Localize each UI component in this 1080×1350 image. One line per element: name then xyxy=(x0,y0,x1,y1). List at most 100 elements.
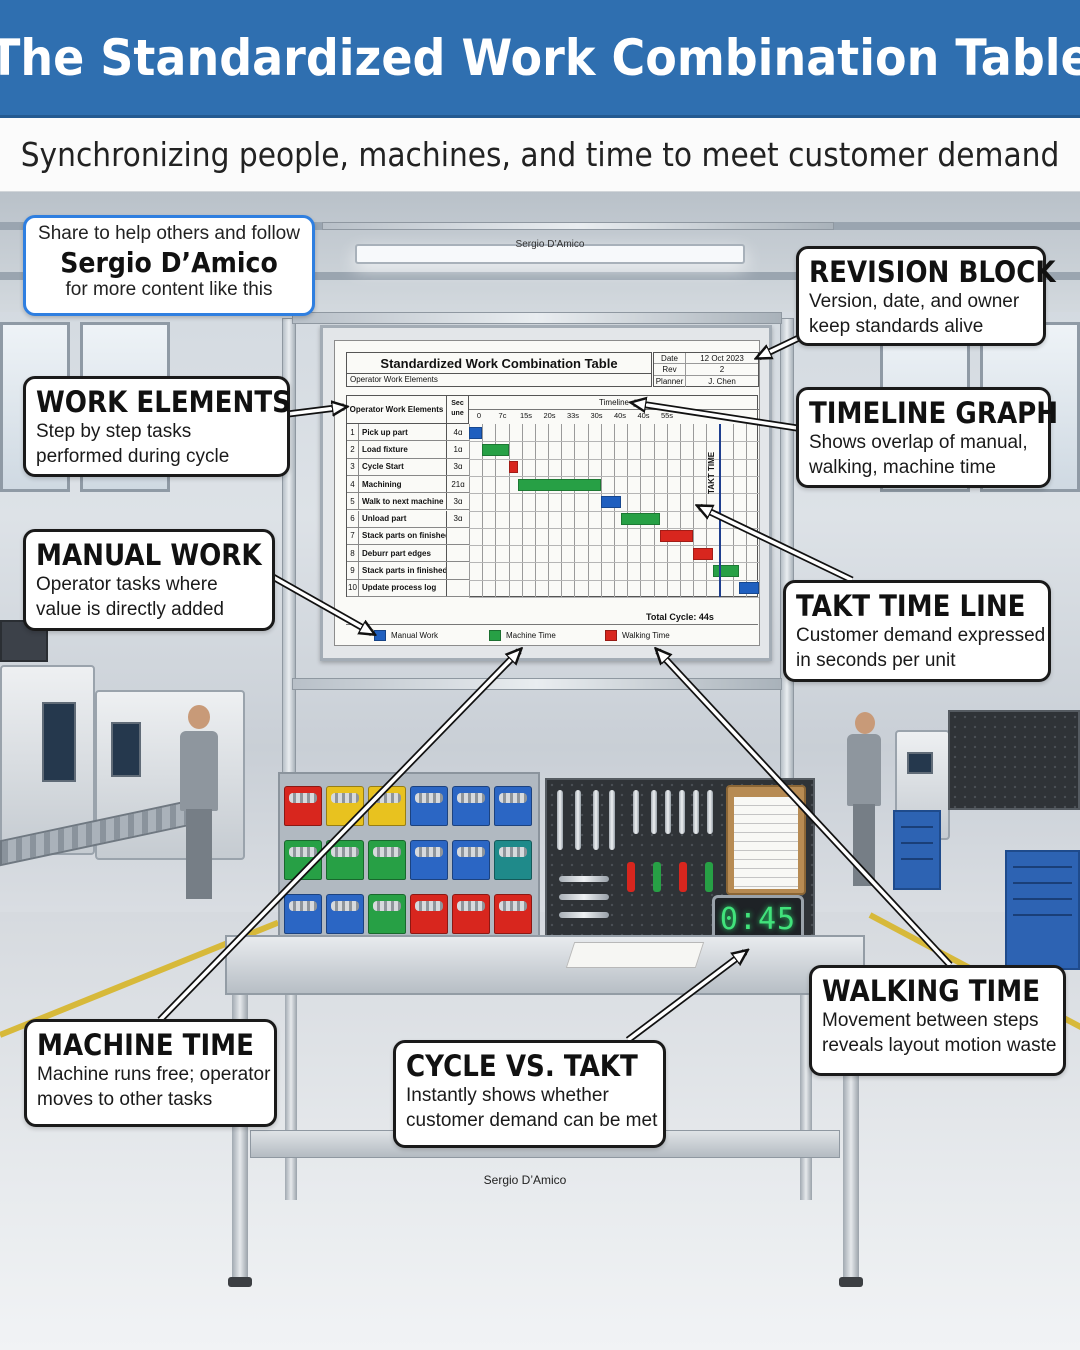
page-title: The Standardized Work Combination Table xyxy=(0,28,1080,87)
timeline-tick-label: 55s xyxy=(660,411,674,420)
wrench-icon xyxy=(575,790,581,850)
work-element: Deburr part edges xyxy=(359,545,447,562)
callout-timeline-graph: TIMELINE GRAPH Shows overlap of manual, … xyxy=(796,387,1059,488)
parts-bin xyxy=(410,840,448,880)
wrench-icon xyxy=(557,790,563,850)
bench-foot xyxy=(228,1277,252,1287)
work-element: Stack parts in finished bin xyxy=(359,562,447,579)
tool-cabinet xyxy=(893,810,941,890)
timeline-tick-label: 33s xyxy=(566,411,580,420)
wrench-icon xyxy=(559,912,609,918)
screwdriver-icon xyxy=(651,790,657,834)
legend-label: Machine Time xyxy=(506,631,556,640)
title-bar: The Standardized Work Combination Table xyxy=(0,0,1080,118)
work-element: Pick up part xyxy=(359,424,447,441)
operator-body xyxy=(847,734,881,806)
grid-line xyxy=(469,562,759,564)
bench-foot xyxy=(839,1277,863,1287)
legend-label: Manual Work xyxy=(391,631,438,640)
combination-grid: Operator Work Elements Sec une Timeline … xyxy=(346,395,760,598)
timeline-bar-machine xyxy=(620,513,661,526)
work-element: Unload part xyxy=(359,510,447,527)
timeline-tick-label: 30s xyxy=(590,411,603,420)
frame-post-right xyxy=(780,318,794,788)
element-seconds: 21ɑ xyxy=(451,479,465,489)
step-number: 3 xyxy=(347,458,359,475)
wrench-icon xyxy=(593,790,599,850)
revision-key: Rev xyxy=(654,364,686,375)
clipboard xyxy=(726,785,806,895)
timeline-bar-walking xyxy=(508,461,518,474)
callout-manual-work: MANUAL WORK Operator tasks where value i… xyxy=(23,529,275,631)
timer-display: 0:45 xyxy=(719,901,797,937)
element-seconds: 3ɑ xyxy=(453,514,463,524)
callout-title: TAKT TIME LINE xyxy=(796,589,1026,623)
callout-text: performed during cycle xyxy=(36,446,230,467)
column-header-timeline: Timeline xyxy=(469,396,759,410)
legend-swatch xyxy=(605,630,617,641)
timeline-bar-walking xyxy=(693,547,713,560)
parts-bin xyxy=(368,894,406,934)
subtitle-bar: Synchronizing people, machines, and time… xyxy=(0,118,1080,192)
callout-text: Version, date, and owner xyxy=(809,291,1020,312)
timeline-bar-manual xyxy=(600,495,621,508)
callout-text: Instantly shows whether xyxy=(406,1085,609,1106)
operator-legs xyxy=(186,809,212,899)
work-element: Cycle Start xyxy=(359,458,447,475)
light-rail xyxy=(322,222,834,230)
callout-text: Movement between steps xyxy=(822,1010,1039,1031)
callout-title: TIMELINE GRAPH xyxy=(809,396,1059,430)
legend-divider xyxy=(346,624,758,625)
grid-line xyxy=(469,597,759,598)
takt-time-label: TAKT TIME xyxy=(707,451,717,494)
sheet-title: Standardized Work Combination Table xyxy=(346,352,652,374)
callout-title: WORK ELEMENTS xyxy=(36,385,291,419)
pliers-icon xyxy=(653,862,661,892)
callout-cycle-vs-takt: CYCLE VS. TAKT Instantly shows whether c… xyxy=(393,1040,666,1148)
callout-machine-time: MACHINE TIME Machine runs free; operator… xyxy=(24,1019,277,1127)
callout-text: Machine runs free; operator xyxy=(37,1064,271,1085)
share-line2: for more content like this xyxy=(65,279,273,300)
parts-bin xyxy=(368,786,406,826)
revision-value: J. Chen xyxy=(708,376,736,386)
wall-tool-board xyxy=(948,710,1080,810)
screwdriver-icon xyxy=(665,790,671,834)
timeline-bar-manual xyxy=(739,582,759,595)
bench-paper xyxy=(565,942,705,968)
element-seconds: 3ɑ xyxy=(453,496,463,506)
screwdriver-icon xyxy=(633,790,639,834)
step-number: 1 xyxy=(347,424,359,441)
work-element: Update process log xyxy=(359,579,447,596)
element-seconds xyxy=(447,528,469,544)
timeline-bar-manual xyxy=(469,426,483,439)
parts-bin xyxy=(452,840,490,880)
pliers-icon xyxy=(627,862,635,892)
step-number: 2 xyxy=(347,441,359,458)
pliers-icon xyxy=(679,862,687,892)
work-element: Load fixture xyxy=(359,441,447,458)
work-element: Machining xyxy=(359,475,447,493)
machine-window xyxy=(42,702,76,782)
grid-line xyxy=(469,475,759,477)
callout-title: MANUAL WORK xyxy=(36,538,262,572)
parts-bin xyxy=(494,894,532,934)
parts-bin xyxy=(284,840,322,880)
legend-swatch xyxy=(374,630,386,641)
timeline-bar-machine xyxy=(712,565,740,578)
share-line1: Share to help others and follow xyxy=(38,223,300,244)
wrench-icon xyxy=(559,876,609,882)
machine-screen xyxy=(907,752,933,774)
grid-line xyxy=(469,441,759,443)
callout-text: moves to other tasks xyxy=(37,1089,213,1110)
revision-value: 2 xyxy=(719,365,725,375)
share-box: Share to help others and follow Sergio D… xyxy=(23,215,315,316)
operator-left xyxy=(178,705,228,905)
